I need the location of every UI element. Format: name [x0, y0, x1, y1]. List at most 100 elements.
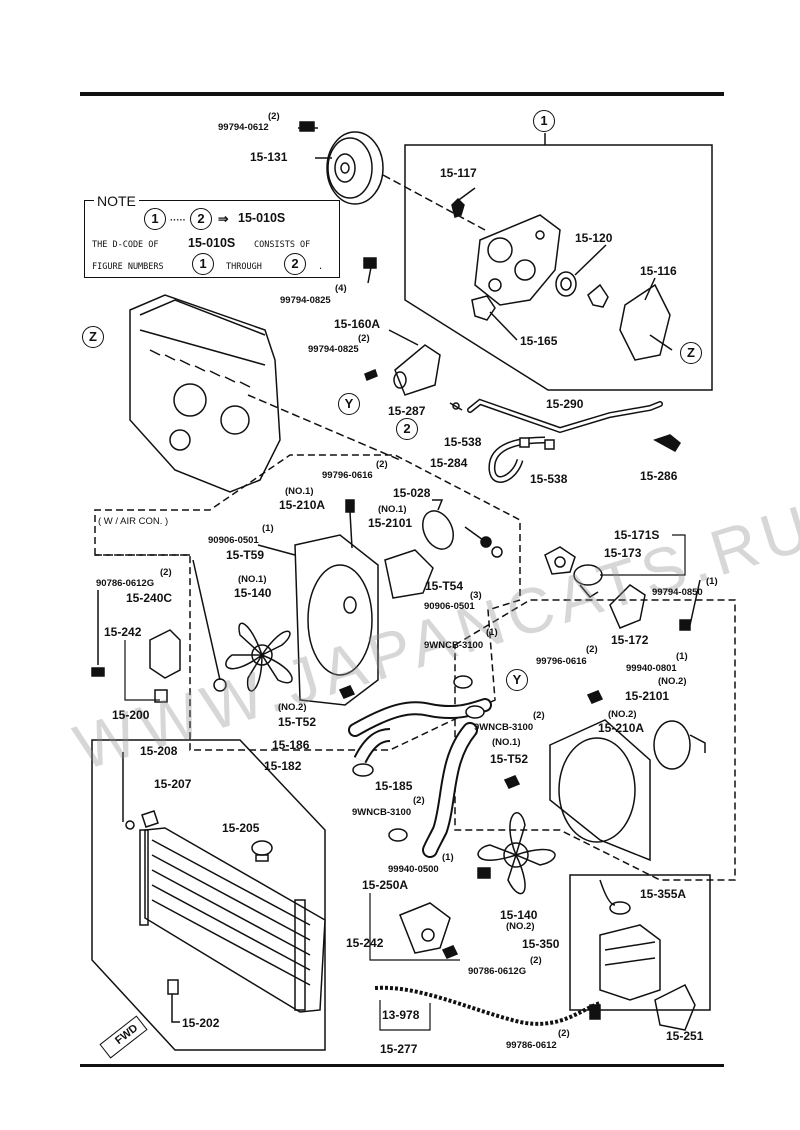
part-label: 90786-0612G: [468, 966, 527, 977]
part-label: 99796-0616: [322, 470, 373, 481]
reservoir-bracket-15-251: [654, 983, 696, 1031]
note-line2-post: CONSISTS OF: [254, 240, 311, 250]
part-label: 99794-0825: [280, 295, 331, 306]
qty-label: (2): [530, 955, 542, 966]
part-label: 15-186: [272, 738, 310, 752]
part-label: 15-120: [575, 231, 613, 245]
part-label: 15-205: [222, 821, 260, 835]
part-label: 15-355A: [640, 887, 687, 901]
note-line3-ref-1: 1: [192, 253, 214, 275]
qty-label: (1): [486, 627, 498, 638]
part-label: 15-538: [444, 435, 482, 449]
callout-y-upper: Y: [338, 393, 360, 415]
fan-motor-no1: [384, 499, 454, 599]
part-label: 15-116: [640, 264, 677, 278]
qty-label: (2): [268, 111, 280, 122]
qty-label: (2): [358, 333, 370, 344]
note-code: 15-010S: [238, 211, 286, 225]
part-label: 90906-0501: [208, 535, 259, 546]
callout-y-lower: Y: [506, 669, 528, 691]
part-label: 90906-0501: [424, 601, 475, 612]
part-label: 99794-0612: [218, 122, 269, 133]
part-label: 15-240C: [126, 591, 173, 605]
fan-no2-enclosure: [454, 599, 736, 881]
qty-label: (2): [533, 710, 545, 721]
part-label: 99786-0612: [506, 1040, 557, 1051]
ac-fan-enclosure: [94, 454, 521, 751]
coolant-reservoir: [599, 879, 661, 1001]
pump-group-frame: [404, 144, 713, 391]
part-label: 15-242: [346, 936, 384, 950]
fan-shroud-no2: [549, 719, 651, 862]
fan-blade-no1: [225, 622, 293, 692]
no-label: (NO.1): [238, 574, 267, 585]
callout-z-left: Z: [82, 326, 104, 348]
part-label: 15-350: [522, 937, 560, 951]
radiator-cap: [251, 840, 273, 862]
part-label: 15-290: [546, 397, 584, 411]
note-line3-mid: THROUGH: [226, 262, 262, 272]
part-label: 15-117: [440, 166, 477, 180]
pulley: [326, 131, 384, 205]
qty-label: (1): [442, 852, 454, 863]
bearing-15-120: [555, 271, 577, 297]
gasket-15-116: [619, 283, 671, 361]
no-label: (NO.1): [492, 737, 521, 748]
fan-motor-no2: [653, 720, 706, 770]
qty-label: (2): [376, 459, 388, 470]
callout-z-right: Z: [680, 342, 702, 364]
part-label: 15-131: [250, 150, 288, 164]
part-label: 90786-0612G: [96, 578, 155, 589]
part-label: 15-172: [611, 633, 649, 647]
engine-block: [129, 294, 281, 493]
part-label: 15-277: [380, 1042, 418, 1056]
part-label: 15-538: [530, 472, 568, 486]
part-label: 15-207: [154, 777, 192, 791]
note-line2-code: 15-010S: [188, 236, 236, 250]
part-label: 99940-0801: [626, 663, 677, 674]
no-label: (NO.2): [278, 702, 307, 713]
part-label: 15-2101: [625, 689, 670, 703]
part-label: 15-T52: [490, 752, 529, 766]
drain-plug-15-207: [125, 810, 159, 830]
fan-shroud-no1: [294, 534, 379, 706]
part-label: 15-250A: [362, 878, 409, 892]
no-label: (NO.2): [608, 709, 637, 720]
part-label: 15-T52: [278, 715, 317, 729]
part-label: 15-202: [182, 1016, 220, 1030]
note-line2-pre: THE D-CODE OF: [92, 240, 159, 250]
note-arrow: ⇒: [218, 212, 229, 226]
part-label: 15-210A: [598, 721, 645, 735]
part-label: 15-T59: [226, 548, 265, 562]
note-box: [84, 200, 340, 278]
water-pump: [474, 214, 561, 306]
part-label: 15-286: [640, 469, 678, 483]
note-line3-pre: FIGURE NUMBERS: [92, 262, 164, 272]
overflow-hose: [374, 985, 601, 1026]
gasket-15-165: [471, 295, 496, 321]
qty-label: (2): [160, 567, 172, 578]
part-label: 15-251: [666, 1029, 704, 1043]
part-label: 15-2101: [368, 516, 413, 530]
reservoir-group-frame: [569, 874, 711, 1011]
qty-label: (2): [558, 1028, 570, 1039]
part-label: 15-284: [430, 456, 468, 470]
part-label: 15-165: [520, 334, 558, 348]
part-label: 99940-0500: [388, 864, 439, 875]
part-label: 15-287: [388, 404, 426, 418]
fan-blade-no2: [477, 812, 556, 895]
part-label: 15-208: [140, 744, 178, 758]
bracket-15-250A: [399, 902, 451, 954]
note-ref-2: 2: [190, 208, 212, 230]
radiator: [139, 827, 326, 1013]
part-label: 15-160A: [334, 317, 381, 331]
part-label: 15-028: [393, 486, 431, 500]
note-line3-ref-2: 2: [284, 253, 306, 275]
part-label: 13-978: [382, 1008, 420, 1022]
part-label: 15-171S: [614, 528, 660, 542]
radiator-outline: [91, 739, 326, 1051]
part-label: 99794-0825: [308, 344, 359, 355]
part-label: 15-T54: [425, 579, 464, 593]
impeller-15-116: [587, 283, 609, 308]
